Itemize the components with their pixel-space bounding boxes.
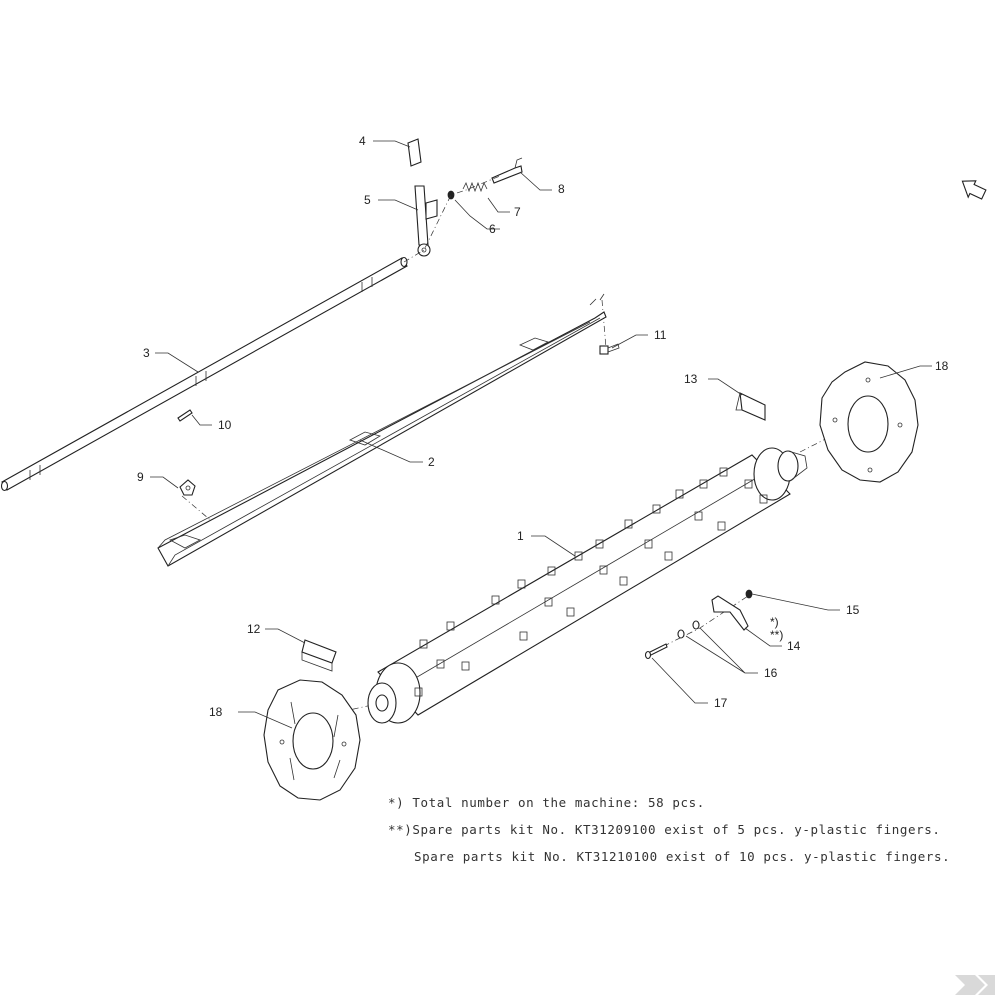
brand-logo-icon [955, 975, 995, 995]
callout-1: 1 [517, 529, 524, 543]
callout-2: 2 [428, 455, 435, 469]
callout-10: 10 [218, 418, 232, 432]
callout-7: 7 [514, 205, 521, 219]
part-15-nut [745, 589, 753, 599]
part-18-disc-left [263, 679, 361, 801]
note-total: *) Total number on the machine: 58 pcs. [388, 795, 705, 810]
callout-9: 9 [137, 470, 144, 484]
part-17-bolt [644, 643, 668, 660]
callout-4: 4 [359, 134, 366, 148]
note-kit-5: **)Spare parts kit No. KT31209100 exist … [388, 822, 941, 837]
callout-16: 16 [764, 666, 778, 680]
double-star-mark: **) [770, 628, 783, 642]
front-direction-arrow-icon [961, 180, 987, 200]
callout-14: 14 [787, 639, 801, 653]
callout-13: 13 [684, 372, 698, 386]
part-18-disc-right [819, 361, 919, 483]
single-star-mark: *) [770, 615, 779, 629]
callout-8: 8 [558, 182, 565, 196]
leader-lines [150, 140, 932, 729]
callout-3: 3 [143, 346, 150, 360]
callout-11: 11 [654, 328, 667, 342]
callout-18-right: 18 [935, 359, 949, 373]
callout-6: 6 [489, 222, 496, 236]
part-2-trough [157, 293, 607, 567]
part-10-pin [177, 409, 193, 422]
part-11-bolt [599, 343, 620, 355]
part-8-pin [491, 157, 523, 184]
part-9-bracket [179, 479, 196, 496]
callout-5: 5 [364, 193, 371, 207]
part-1-drum [367, 447, 808, 724]
callout-15: 15 [846, 603, 860, 617]
callout-12: 12 [247, 622, 261, 636]
part-6-washer [447, 190, 455, 200]
part-14-finger [711, 595, 749, 631]
part-7-spring [462, 181, 488, 193]
callout-17: 17 [714, 696, 728, 710]
note-kit-10: Spare parts kit No. KT31210100 exist of … [414, 849, 950, 864]
callout-labels: 4 5 6 7 8 3 10 9 2 11 13 1 18 12 15 14 1… [137, 134, 949, 719]
callout-18-left: 18 [209, 705, 223, 719]
footnotes: *) Total number on the machine: 58 pcs. … [388, 795, 950, 864]
part-5-lever [414, 185, 438, 257]
part-4-plate [407, 138, 422, 167]
part-13-bracket [735, 392, 766, 421]
part-12-bracket [301, 639, 337, 672]
part-16-washers [677, 620, 700, 639]
